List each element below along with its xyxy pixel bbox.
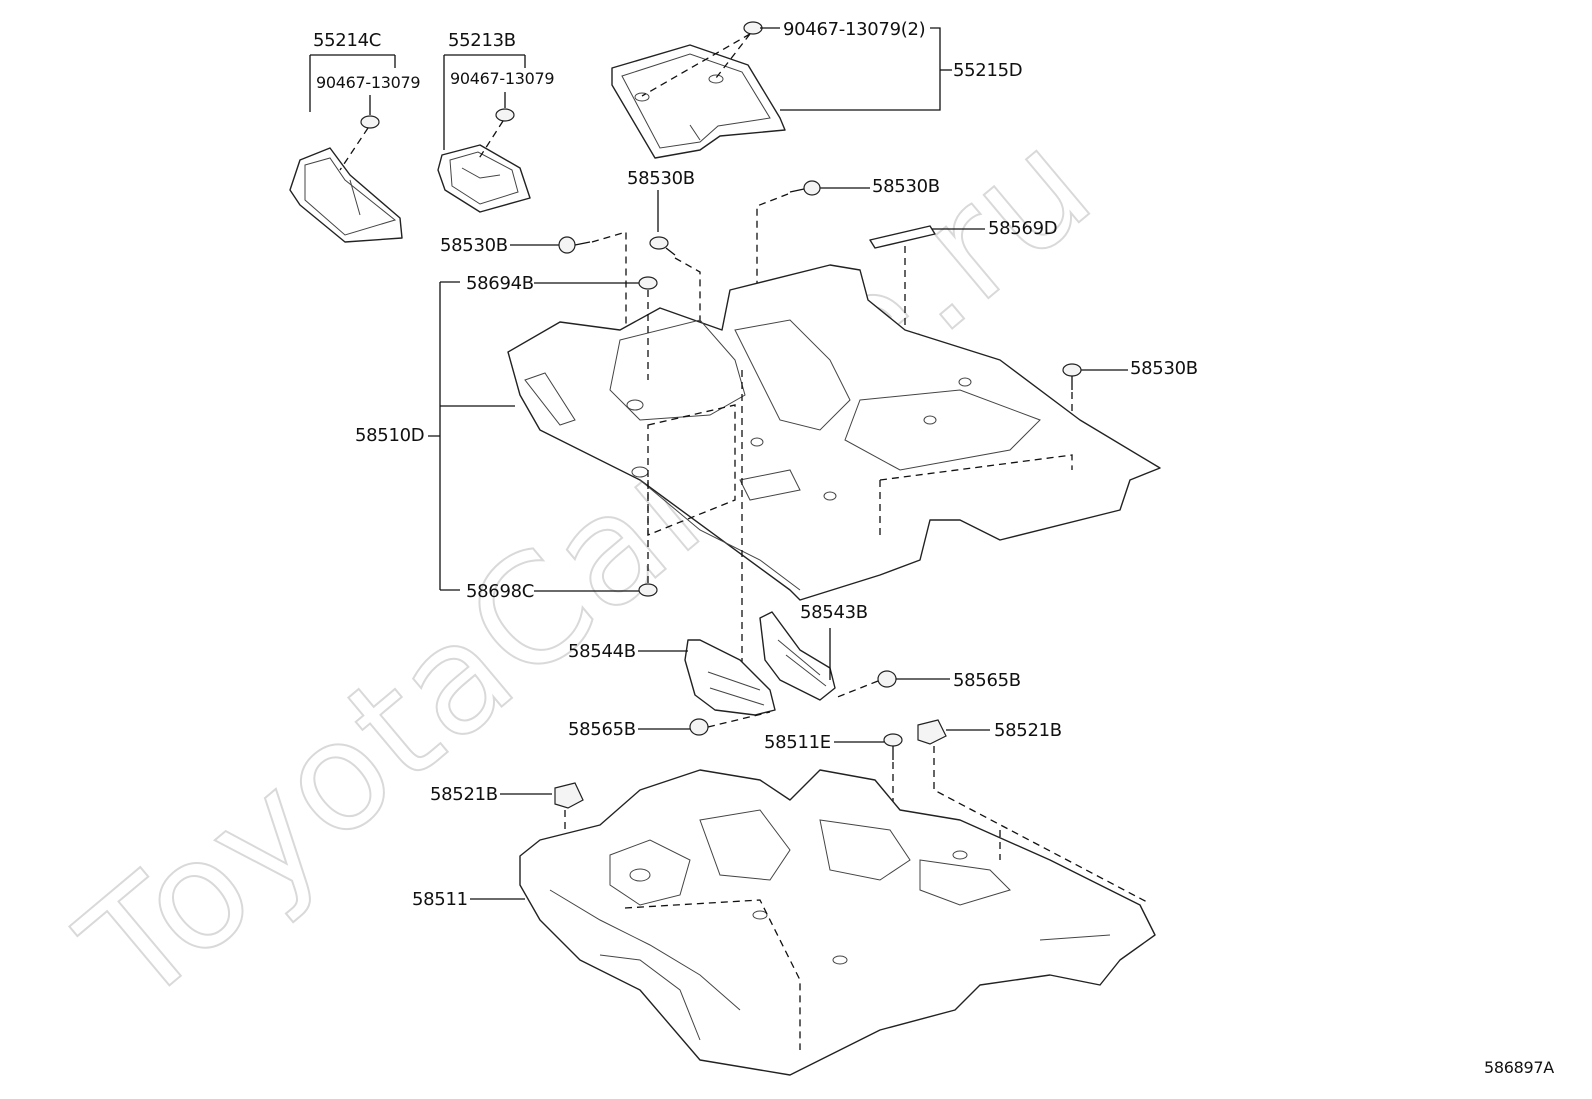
label-58569d: 58569D [988,218,1057,239]
figure-code: 586897A [1484,1058,1554,1077]
clip-90467-a[interactable] [360,115,380,129]
screw-58530b-2[interactable] [558,236,591,254]
label-58544b: 58544B [568,641,636,662]
label-55213b: 55213B [448,30,516,51]
label-58694b: 58694B [466,273,534,294]
part-58543b-bracket[interactable] [759,611,836,701]
clip-58521b-1[interactable] [917,719,947,745]
label-58521b-1: 58521B [994,720,1062,741]
label-58543b: 58543B [800,602,868,623]
label-55214c: 55214C [313,30,381,51]
label-58565b-1: 58565B [953,670,1021,691]
label-58530b-2: 58530B [440,235,508,256]
clip-90467-b[interactable] [495,108,515,122]
label-58510d: 58510D [355,425,424,446]
label-55215d: 55215D [953,60,1022,81]
part-58510d-carpet[interactable] [507,264,1161,601]
clip-58565b-1[interactable] [877,670,897,688]
part-58511-floor-silencer[interactable] [519,769,1156,1076]
label-58511: 58511 [412,889,468,910]
clip-58511e[interactable] [883,733,903,760]
label-58530b-3: 58530B [872,176,940,197]
screw-58530b-3[interactable] [789,180,821,196]
label-58511e: 58511E [764,732,831,753]
part-55215d-mat[interactable] [611,44,786,159]
screw-58530b-1[interactable] [649,236,676,256]
label-90467-13079-b: 90467-13079 [450,69,554,88]
label-58698c: 58698C [466,581,534,602]
label-58521b-2: 58521B [430,784,498,805]
label-58565b-2: 58565B [568,719,636,740]
part-58544b-bracket[interactable] [684,639,776,716]
screw-58530b-4[interactable] [1062,363,1082,390]
part-58569d-bracket[interactable] [869,225,936,249]
clip-58694b[interactable] [638,276,658,290]
label-58530b-1: 58530B [627,168,695,189]
label-90467-13079-2: 90467-13079(2) [783,19,925,40]
part-55214c-mat[interactable] [289,147,403,243]
label-90467-13079-a: 90467-13079 [316,73,420,92]
clip-58698c[interactable] [638,583,658,597]
clip-58521b-2[interactable] [554,782,584,809]
label-58530b-4: 58530B [1130,358,1198,379]
part-55213b-mat[interactable] [437,144,531,213]
clip-90467-c[interactable] [743,21,763,35]
clip-58565b-2[interactable] [689,718,709,736]
